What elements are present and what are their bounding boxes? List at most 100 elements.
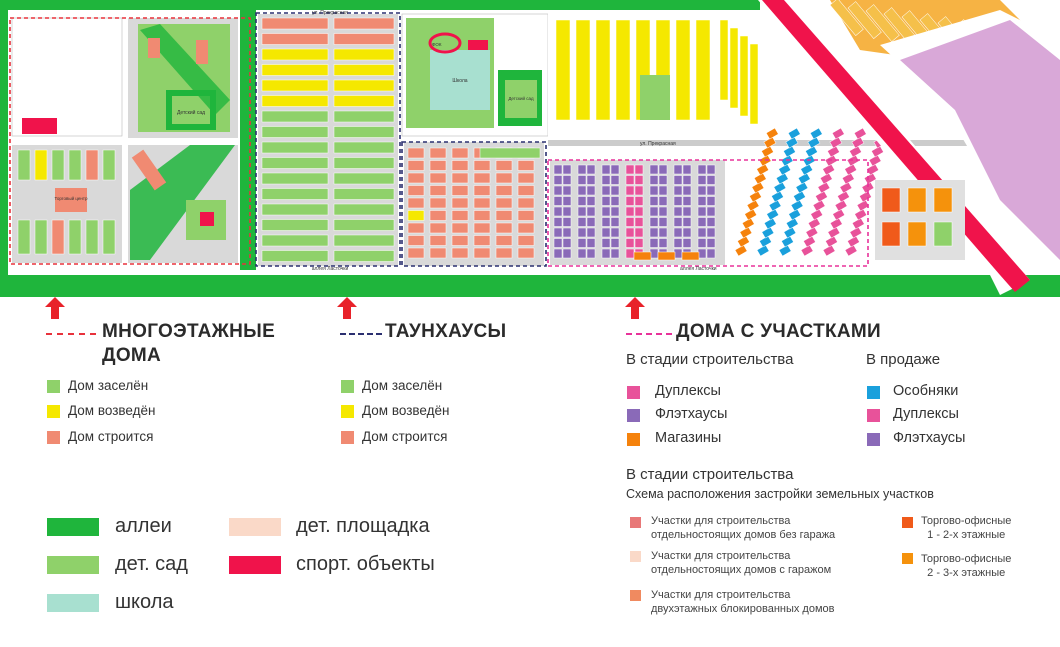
- flathouse-unit: [562, 238, 572, 248]
- plot-unit: [832, 208, 846, 221]
- flathouse-unit: [562, 185, 572, 196]
- apartment-block: [102, 149, 116, 181]
- flathouse-unit: [658, 175, 668, 185]
- flathouse-unit: [658, 164, 668, 175]
- townhouse-unit: [429, 160, 447, 171]
- plots-dash: [626, 333, 672, 335]
- flathouse-unit: [706, 206, 716, 217]
- built-swatch: [47, 405, 60, 418]
- townhouse-unit: [451, 210, 469, 221]
- flathouse-unit: [601, 206, 611, 217]
- office-block: [933, 221, 953, 247]
- multistorey-dash: [46, 333, 96, 335]
- flathouse-unit: [553, 217, 563, 227]
- townhouse-unit: [473, 222, 491, 234]
- townhouse-unit: [429, 222, 447, 234]
- flathouse-unit: [553, 248, 563, 259]
- plot-unit: [817, 181, 831, 194]
- flathouse-unit: [673, 196, 683, 206]
- townhouse-unit: [407, 185, 425, 196]
- building-swatch: [341, 431, 354, 444]
- flathouse-unit: [601, 164, 611, 175]
- townhouse-unit: [479, 147, 541, 159]
- flathouse-unit: [697, 185, 707, 196]
- townhouse-unit: [407, 172, 425, 184]
- office-block: [907, 221, 927, 247]
- sale-duplex: Дуплексы: [893, 406, 959, 422]
- flathouse-unit: [553, 206, 563, 217]
- plot-unit: [829, 136, 843, 149]
- flathouse-unit: [697, 175, 707, 185]
- townhouse-row: [333, 110, 395, 123]
- flathouse-unit: [586, 185, 596, 196]
- townhouse-unit: [407, 210, 425, 221]
- kindergarten-swatch: [47, 556, 99, 574]
- plot-unit: [785, 136, 799, 149]
- townhouse-zone: ул. Прекрасная аллея Ласточки: [255, 10, 547, 272]
- flathouse-unit: [625, 217, 635, 227]
- townhouse-unit: [451, 172, 469, 184]
- flathouse-unit: [601, 217, 611, 227]
- flathouse-unit: [625, 185, 635, 196]
- plot-row: [865, 4, 900, 42]
- flathouse-unit: [673, 185, 683, 196]
- plot-unit: [734, 244, 748, 257]
- apartment-block: [85, 149, 99, 181]
- townhouse-row: [333, 141, 395, 154]
- flathouse-unit: [649, 175, 659, 185]
- flathouse-unit: [682, 238, 692, 248]
- street-swallow-2: аллея Ласточки: [680, 266, 717, 272]
- flathouse-unit: [634, 217, 644, 227]
- plot-row: [675, 19, 691, 121]
- flathouse-unit: [577, 238, 587, 248]
- flathouse-unit: [577, 185, 587, 196]
- plot-unit: [803, 235, 816, 248]
- plot-row: [739, 35, 749, 117]
- duplex-swatch: [867, 409, 880, 422]
- plot-unit: [805, 226, 819, 239]
- townhouse-row: [261, 17, 329, 30]
- plots-boundary: [547, 159, 869, 267]
- townhouse-unit: [517, 210, 535, 221]
- plot-row: [847, 1, 882, 39]
- street-pleasant-2: ул. Прекрасная: [640, 141, 676, 147]
- plot-unit: [790, 199, 804, 212]
- school-label: школа: [115, 591, 174, 613]
- plot-unit: [853, 127, 867, 140]
- townhouse-row: [261, 157, 329, 169]
- flathouse-unit: [706, 238, 716, 248]
- construction-duplex: Дуплексы: [655, 383, 721, 399]
- plot-unit: [831, 127, 845, 140]
- flathouse-unit: [586, 227, 596, 238]
- plot-unit: [847, 235, 860, 248]
- settled-swatch: [341, 380, 354, 393]
- office-block: [881, 187, 901, 213]
- plot-unit: [851, 217, 865, 230]
- flathouse-unit: [625, 238, 635, 248]
- site-map: Детский сад Торговый центр ул. Прекрасна…: [0, 0, 1060, 300]
- arrow-up-icon: [45, 297, 65, 319]
- built-swatch: [341, 405, 354, 418]
- flathouse-unit: [706, 248, 716, 259]
- townhouse-unit: [407, 247, 425, 259]
- plot-unit: [783, 145, 796, 158]
- top-alley: [0, 0, 760, 10]
- school-zone: Школа ФОК Детский сад: [401, 13, 549, 137]
- plot-unit: [768, 199, 782, 212]
- apartment-block: [17, 149, 31, 181]
- office-1-2-swatch: [902, 517, 913, 528]
- flathouse-unit: [610, 164, 620, 175]
- flathouse-unit: [553, 196, 563, 206]
- street-swallow: аллея Ласточки: [312, 266, 349, 272]
- flathouse-unit: [697, 196, 707, 206]
- town-settled-label: Дом заселён: [362, 378, 443, 393]
- townhouse-unit: [495, 160, 513, 171]
- flathouse-unit: [682, 217, 692, 227]
- townhouse-unit: [495, 172, 513, 184]
- plot-unit: [827, 145, 840, 158]
- townhouse-unit: [495, 247, 513, 259]
- school-label: Школа: [452, 78, 467, 84]
- flathouse-unit: [682, 185, 692, 196]
